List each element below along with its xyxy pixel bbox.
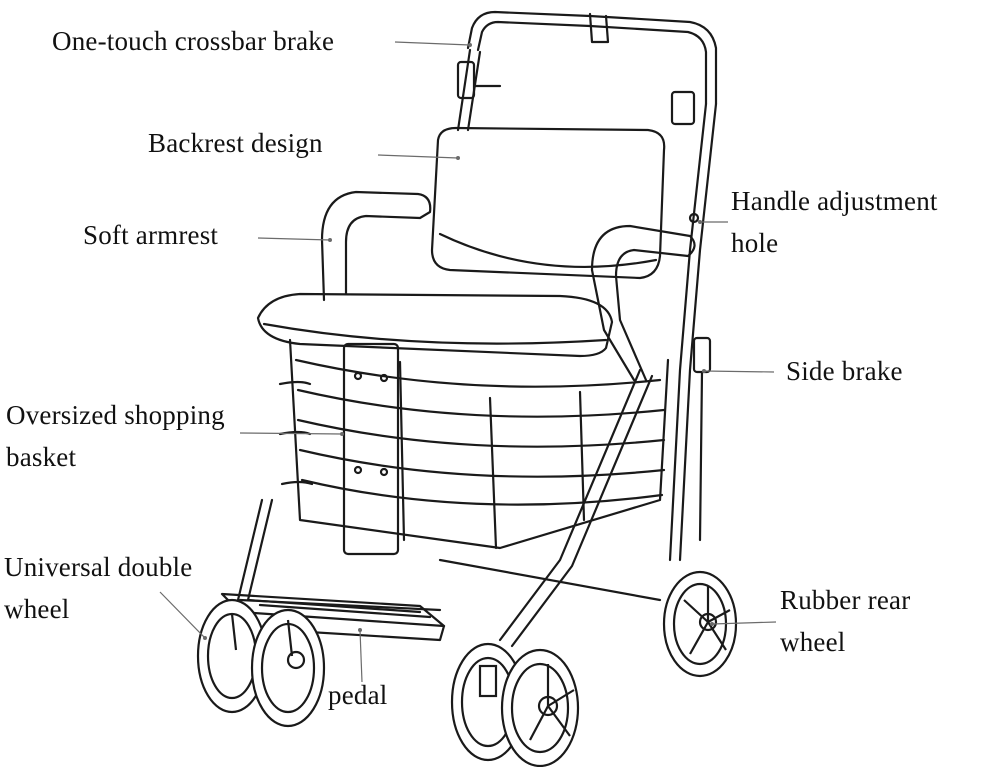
leader-lines	[159, 41, 777, 683]
label-basket: Oversized shopping basket	[6, 400, 225, 472]
label-armrest: Soft armrest	[83, 220, 219, 250]
label-rear-wheel: Rubber rear wheel	[780, 585, 911, 657]
rollator-frame	[220, 10, 718, 648]
label-double-wheel: Universal double wheel	[4, 552, 193, 624]
label-handle-hole: Handle adjustment hole	[731, 186, 938, 258]
label-crossbar-brake: One-touch crossbar brake	[52, 26, 335, 56]
label-backrest: Backrest design	[148, 128, 323, 158]
front-double-wheels	[196, 598, 326, 728]
label-side-brake: Side brake	[786, 356, 903, 386]
mid-double-wheels	[450, 642, 580, 767]
label-pedal: pedal	[328, 680, 388, 710]
